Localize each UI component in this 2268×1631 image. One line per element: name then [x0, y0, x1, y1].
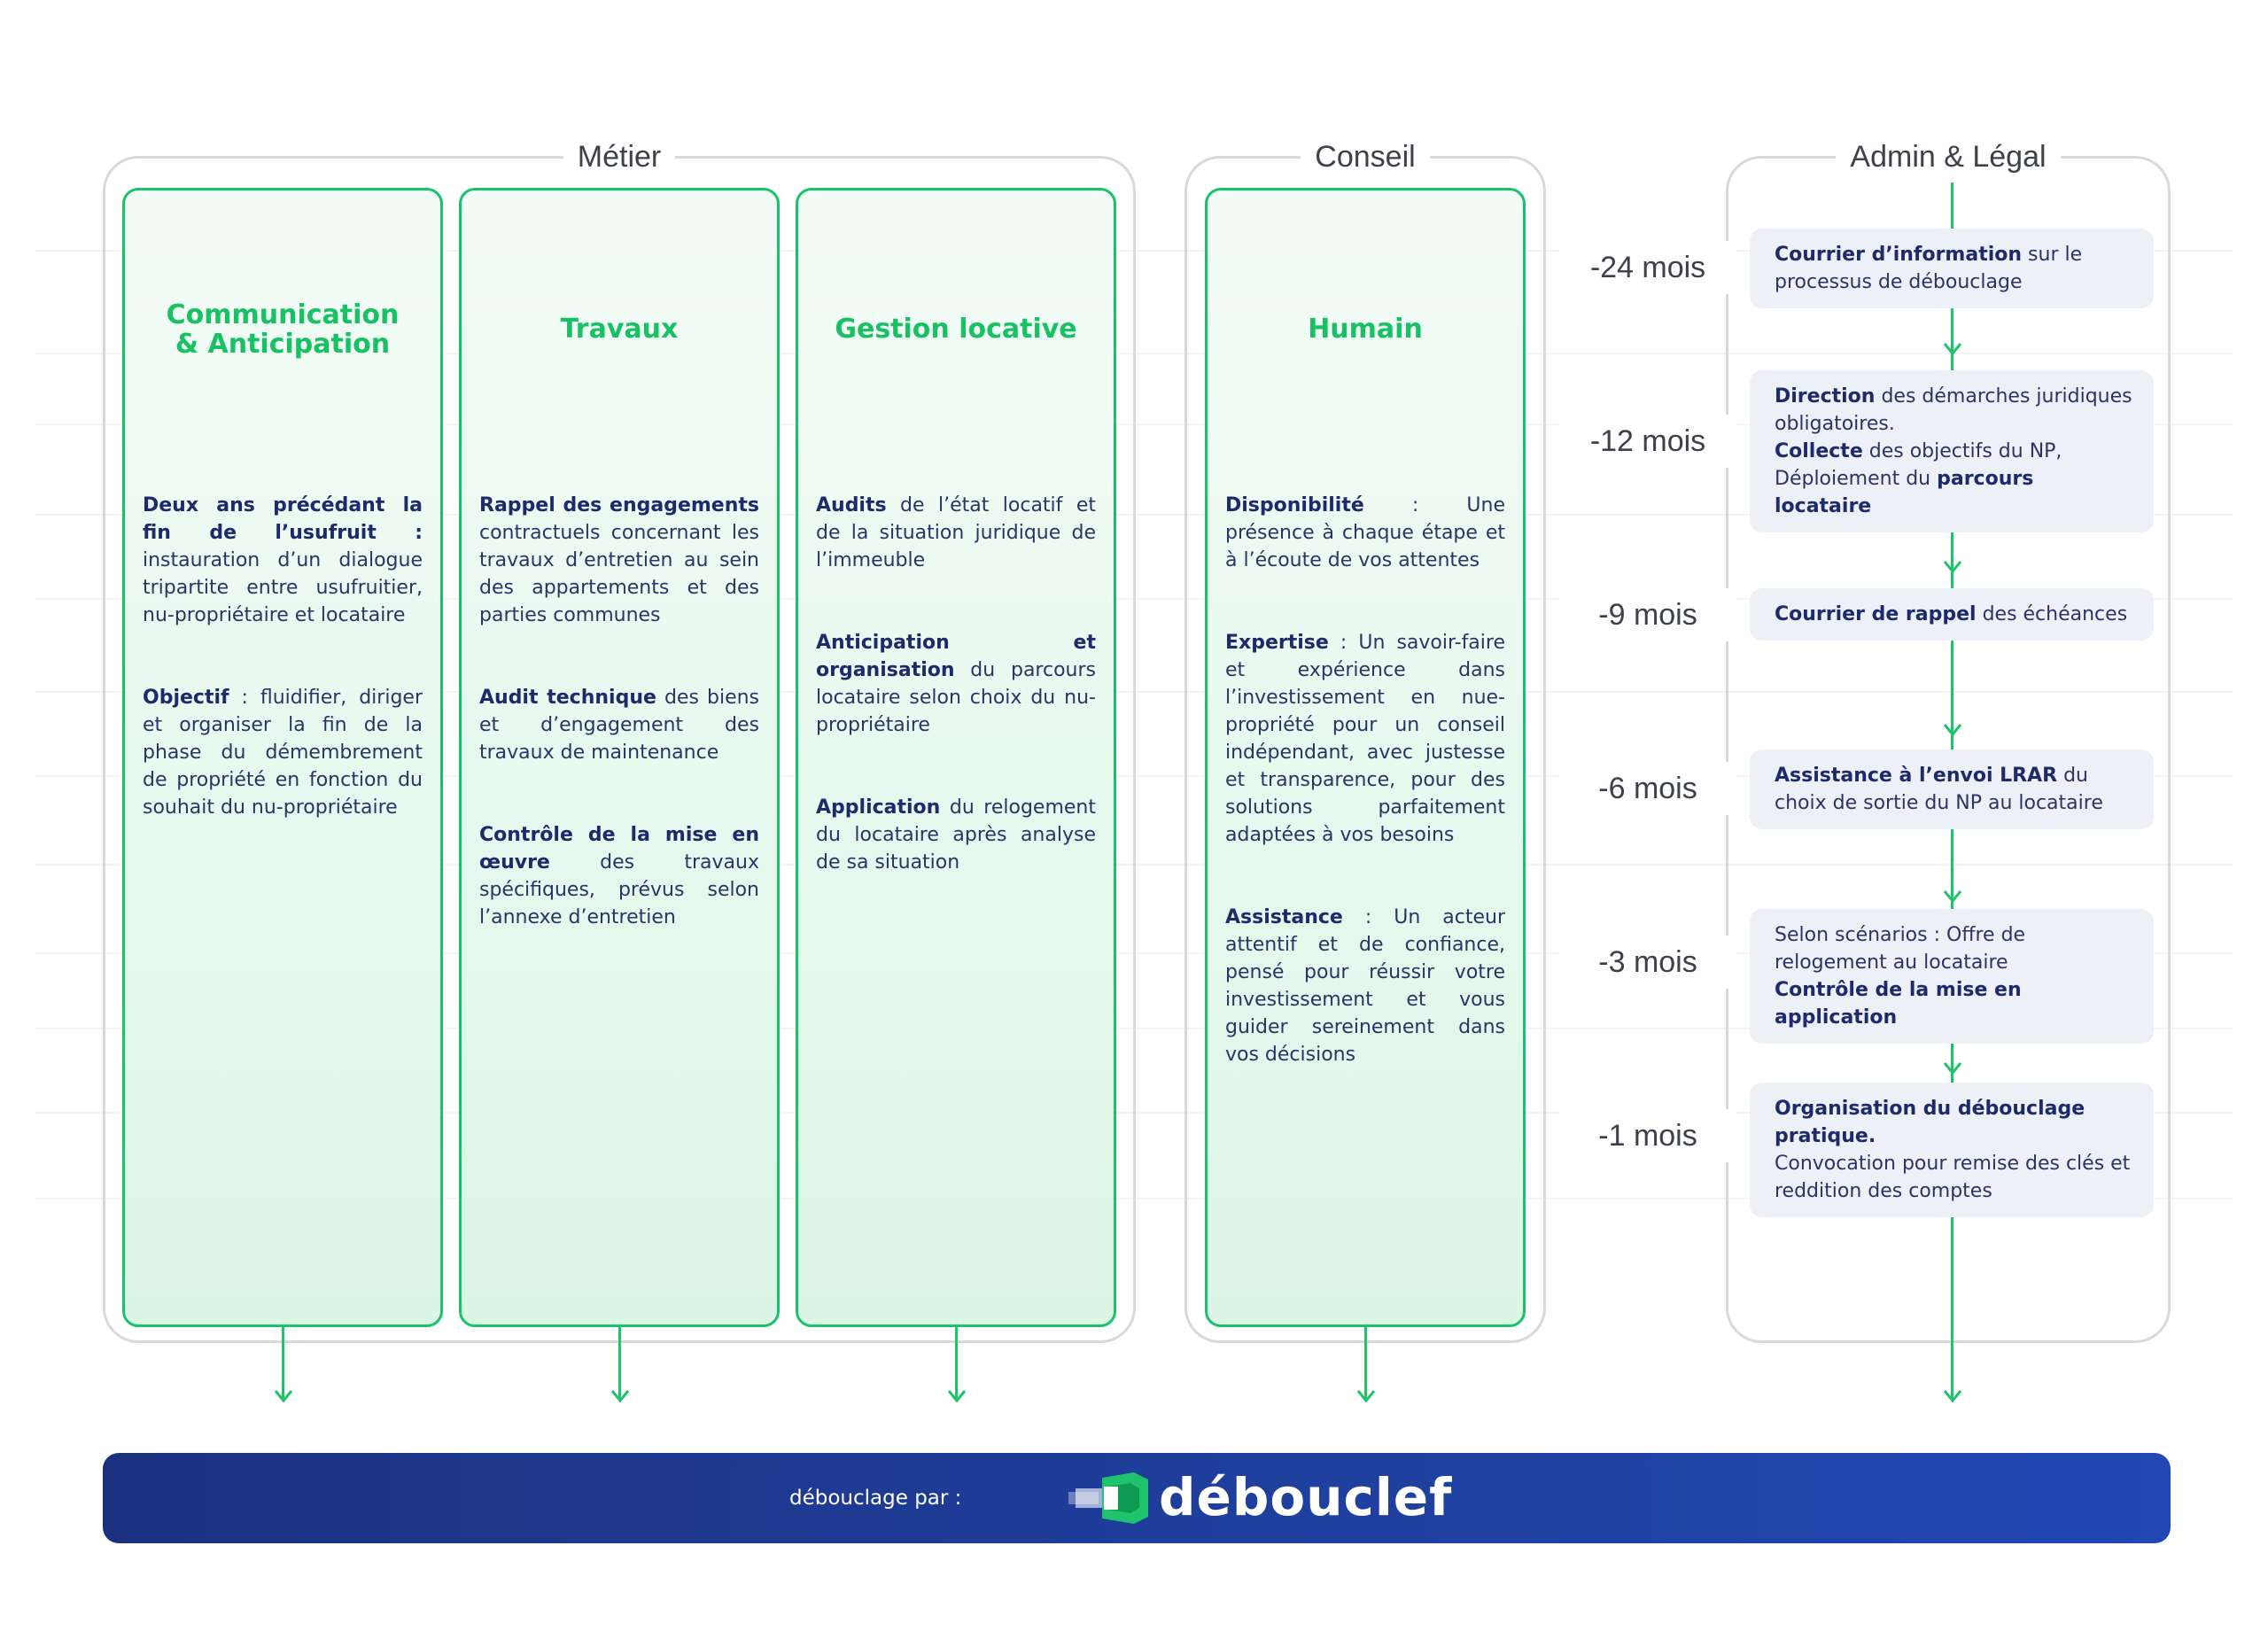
paragraph-lead: Audits: [816, 494, 887, 516]
connector-line: [282, 1327, 284, 1400]
connector-line: [618, 1327, 621, 1400]
step-text: sur le processus de débouclage: [1775, 244, 2083, 293]
group-title-metier: Métier: [563, 140, 676, 174]
paragraph-lead: Rappel des engagements: [479, 494, 759, 516]
paragraph-text: de l’état locatif et de la situation jur…: [816, 494, 1096, 571]
step-emphasis: Collecte: [1775, 440, 1863, 462]
timeline-label: -24 mois: [1559, 241, 1736, 294]
paragraph-lead: Application: [816, 796, 941, 819]
step-emphasis: Organisation du débouclage pratique.: [1775, 1098, 2085, 1147]
arrow-down-icon: [1356, 1390, 1376, 1403]
paragraph-text: : Une présence à chaque étape et à l’éco…: [1225, 494, 1505, 571]
step-emphasis: Contrôle de la mise en application: [1775, 979, 2022, 1029]
paragraph-text: des biens et d’engagement des travaux de…: [479, 687, 760, 764]
step-emphasis: Courrier d’information: [1775, 244, 2023, 266]
paragraph-lead: Objectif: [143, 687, 229, 709]
timeline-label: -3 mois: [1559, 936, 1736, 989]
column-paragraph: Deux ans précédant la fin de l’usufruit …: [143, 492, 423, 629]
footer-banner: débouclage par : débouclef: [103, 1453, 2171, 1543]
column-travaux: Travaux Rappel des engagements contractu…: [459, 188, 780, 1327]
column-paragraph: Rappel des engagements contractuels conc…: [479, 492, 759, 629]
group-title-admin: Admin & Légal: [1836, 140, 2061, 174]
column-humain: Humain Disponibilité : Une présence à ch…: [1205, 188, 1526, 1327]
step-text: du choix de sortie du NP au locataire: [1775, 765, 2103, 814]
group-conseil: Conseil: [1184, 140, 1546, 1343]
connector-line: [955, 1327, 958, 1400]
column-title: Gestion locative: [835, 314, 1077, 345]
column-body: Rappel des engagements contractuels conc…: [479, 492, 759, 986]
timeline-label: -6 mois: [1559, 762, 1736, 815]
connector-line: [1364, 1327, 1367, 1400]
admin-step: Courrier d’information sur le processus …: [1750, 229, 2154, 308]
column-title: Communication & Anticipation: [166, 299, 400, 360]
footer-label: débouclage par :: [789, 1487, 962, 1510]
paragraph-text: instauration d’un dialogue tripartite en…: [143, 549, 423, 626]
arrow-down-icon: [1943, 561, 1962, 574]
timeline-label: -9 mois: [1559, 588, 1736, 641]
paragraph-lead: Contrôle de la mise en œuvre: [479, 824, 759, 874]
column-body: Disponibilité : Une présence à chaque ét…: [1225, 492, 1505, 1123]
paragraph-text: du relogement du locataire après analyse…: [816, 796, 1096, 874]
step-text: des échéances: [1976, 603, 2128, 625]
column-body: Deux ans précédant la fin de l’usufruit …: [143, 492, 423, 876]
column-body: Audits de l’état locatif et de la situat…: [816, 492, 1096, 931]
arrow-down-icon: [1943, 1062, 1962, 1076]
timeline-label: -1 mois: [1559, 1109, 1736, 1162]
arrow-down-icon: [1943, 1390, 1962, 1403]
arrow-down-icon: [1943, 343, 1962, 356]
column-paragraph: Audits de l’état locatif et de la situat…: [816, 492, 1096, 574]
step-emphasis: parcours locataire: [1775, 468, 2034, 517]
arrow-down-icon: [947, 1390, 967, 1403]
paragraph-text: du parcours locataire selon choix du nu-…: [816, 659, 1096, 736]
step-text: des démarches juridiques obligatoires.: [1775, 385, 2132, 435]
paragraph-lead: Disponibilité: [1225, 494, 1364, 516]
column-title: Travaux: [560, 314, 679, 345]
column-paragraph: Application du relogement du locataire a…: [816, 794, 1096, 876]
arrow-down-icon: [610, 1390, 630, 1403]
paragraph-text: contractuels concernant les travaux d’en…: [479, 522, 759, 626]
admin-step: Direction des démarches juridiques oblig…: [1750, 370, 2154, 532]
paragraph-lead: Assistance: [1225, 906, 1343, 928]
admin-step: Organisation du débouclage pratique. Conv…: [1750, 1083, 2154, 1217]
paragraph-text: : Un acteur attentif et de confiance, pe…: [1225, 906, 1505, 1066]
step-text: Selon scénarios : Offre de relogement au…: [1775, 924, 2026, 974]
column-paragraph: Disponibilité : Une présence à chaque ét…: [1225, 492, 1505, 574]
arrow-down-icon: [274, 1390, 293, 1403]
column-paragraph: Anticipation et organisation du parcours…: [816, 629, 1096, 739]
step-text: Convocation pour remise des clés et redd…: [1775, 1153, 2131, 1202]
group-admin-legal: Admin & Légal: [1726, 140, 2171, 1343]
paragraph-lead: Anticipation et organisation: [816, 632, 1096, 681]
step-emphasis: Direction: [1775, 385, 1876, 408]
column-communication-anticipation: Communication & Anticipation Deux ans pr…: [122, 188, 443, 1327]
arrow-down-icon: [1943, 724, 1962, 737]
column-paragraph: Objectif : fluidifier, diriger et organi…: [143, 684, 423, 821]
step-text: Déploiement du: [1775, 468, 1938, 490]
paragraph-text: des travaux spécifiques, prévus selon l’…: [479, 851, 759, 928]
paragraph-text: : fluidifier, diriger et organiser la fi…: [143, 687, 423, 819]
timeline-label: -12 mois: [1559, 415, 1736, 468]
column-title: Humain: [1308, 314, 1423, 345]
column-gestion-locative: Gestion locative Audits de l’état locati…: [796, 188, 1116, 1327]
paragraph-lead: Expertise: [1225, 632, 1329, 654]
group-title-conseil: Conseil: [1301, 140, 1430, 174]
step-emphasis: Courrier de rappel: [1775, 603, 1977, 625]
step-emphasis: Assistance à l’envoi LRAR: [1775, 765, 2058, 787]
paragraph-lead: Audit technique: [479, 687, 656, 709]
paragraph-text: : Un savoir-faire et expérience dans l’i…: [1225, 632, 1505, 846]
paragraph-lead: Deux ans précédant la fin de l’usufruit …: [143, 494, 423, 544]
column-paragraph: Expertise : Un savoir-faire et expérienc…: [1225, 629, 1505, 849]
column-paragraph: Contrôle de la mise en œuvre des travaux…: [479, 821, 759, 931]
column-paragraph: Assistance : Un acteur attentif et de co…: [1225, 904, 1505, 1068]
debouclef-logo-icon: [1068, 1472, 1148, 1524]
brand-name: débouclef: [1159, 1467, 1453, 1527]
admin-step: Selon scénarios : Offre de relogement au…: [1750, 909, 2154, 1044]
admin-step: Courrier de rappel des échéances: [1750, 588, 2154, 641]
admin-step: Assistance à l’envoi LRAR du choix de so…: [1750, 749, 2154, 829]
column-paragraph: Audit technique des biens et d’engagemen…: [479, 684, 759, 766]
arrow-down-icon: [1943, 890, 1962, 904]
step-text: des objectifs du NP,: [1862, 440, 2062, 462]
